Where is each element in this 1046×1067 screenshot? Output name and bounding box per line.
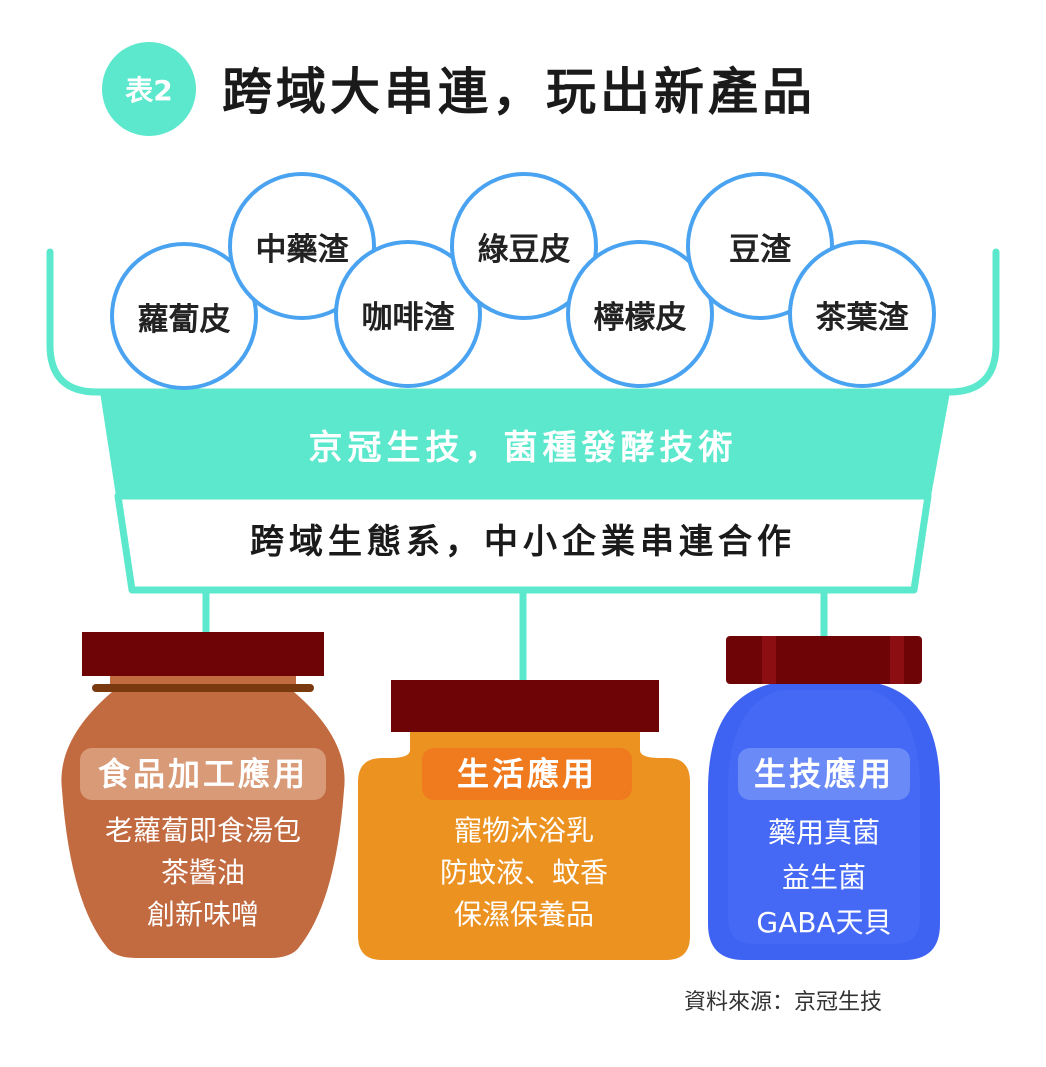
funnel-band-ecosystem-label: 跨域生態系，中小企業串連合作 — [250, 522, 796, 562]
funnel-band-technology — [100, 392, 950, 496]
jar-biotech-label: 生技應用 — [738, 748, 910, 800]
jar-biotech-item: 益生菌 — [781, 861, 866, 894]
jar-food-item: 茶醬油 — [160, 856, 245, 889]
jar-biotech-item: GABA天貝 — [756, 906, 892, 939]
page-title: 跨域大串連，玩出新產品 — [222, 63, 816, 121]
jar-food-label: 食品加工應用 — [80, 748, 326, 800]
bubble-radish-peel: 蘿蔔皮 — [110, 242, 258, 390]
jar-biotech-items: 藥用真菌 益生菌 GABA天貝 — [720, 810, 928, 945]
jar-life-items: 寵物沐浴乳 防蚊液、蚊香 保濕保養品 — [374, 810, 674, 936]
funnel-band-technology-label: 京冠生技，菌種發酵技術 — [308, 428, 738, 468]
funnel-band-ecosystem — [114, 492, 932, 594]
jar-biotech-item: 藥用真菌 — [767, 816, 880, 849]
source-note: 資料來源：京冠生技 — [684, 990, 883, 1015]
jar-life-item: 防蚊液、蚊香 — [439, 856, 608, 889]
bubble-herb-residue: 中藥渣 — [228, 172, 376, 320]
bubble-coffee-grounds: 咖啡渣 — [334, 240, 482, 388]
jar-food-item: 創新味噌 — [146, 898, 259, 931]
jar-life-item: 保濕保養品 — [453, 898, 594, 931]
figure-badge: 表2 — [102, 42, 196, 136]
jar-life-item: 寵物沐浴乳 — [453, 814, 594, 847]
bubble-tea-leaves: 茶葉渣 — [788, 240, 936, 388]
jar-food-items: 老蘿蔔即食湯包 茶醬油 創新味噌 — [70, 810, 336, 936]
jar-life-label: 生活應用 — [422, 748, 632, 800]
jar-food-item: 老蘿蔔即食湯包 — [104, 814, 301, 847]
